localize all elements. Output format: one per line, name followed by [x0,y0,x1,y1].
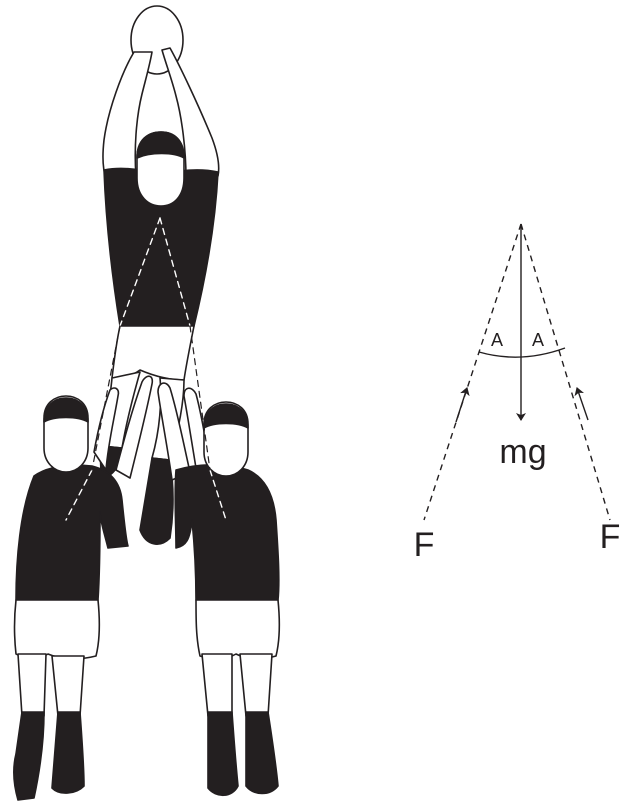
left-lifter-left-leg [17,653,47,717]
right-force-line-middle [189,325,211,471]
weight-label: mg [499,433,546,471]
left-force-arrow [455,387,470,423]
left-lifter-arm-lower [115,375,154,479]
left-force-line-upper [119,217,161,327]
illustration-force-lines [65,217,227,521]
force-label-right: F [600,518,620,556]
left-lifter-player [13,375,154,801]
right-lifter-right-sock [245,711,279,795]
right-lifter-shorts [195,599,281,660]
right-lifter-left-leg [201,653,233,717]
angle-label-left: A [491,330,503,350]
lineout-illustration [13,5,281,801]
left-force-line-middle [91,325,121,471]
jumper-right-boot [139,457,174,545]
right-force-arrow [574,387,589,421]
right-lifter-player [157,382,281,797]
left-lifter-arm-upper [93,387,120,471]
jumper-player [99,5,220,545]
left-lifter-jersey [15,464,129,601]
right-force-line [520,223,611,521]
left-force-line [423,223,522,521]
left-force-line-lower [65,469,93,521]
right-force-line-lower [209,469,227,521]
force-label-left: F [414,526,435,564]
angle-arc [478,347,566,358]
angle-label-right: A [532,330,544,350]
right-lifter-arm-upper [157,382,191,481]
right-force-line-upper [159,217,191,327]
force-diagram [423,223,611,521]
left-lifter-hair [43,397,89,423]
jumper-hair [136,131,185,159]
jumper-shorts [111,325,195,381]
left-lifter-left-sock [13,711,45,801]
right-lifter-left-sock [207,711,239,797]
right-lifter-right-leg [239,653,273,717]
right-lifter-hair [203,403,249,429]
left-lifter-shorts [13,599,101,660]
illustration-force-lines-light [91,325,211,471]
left-lifter-right-leg [51,655,85,717]
left-lifter-right-sock [51,711,85,794]
right-lifter-jersey [174,463,280,601]
